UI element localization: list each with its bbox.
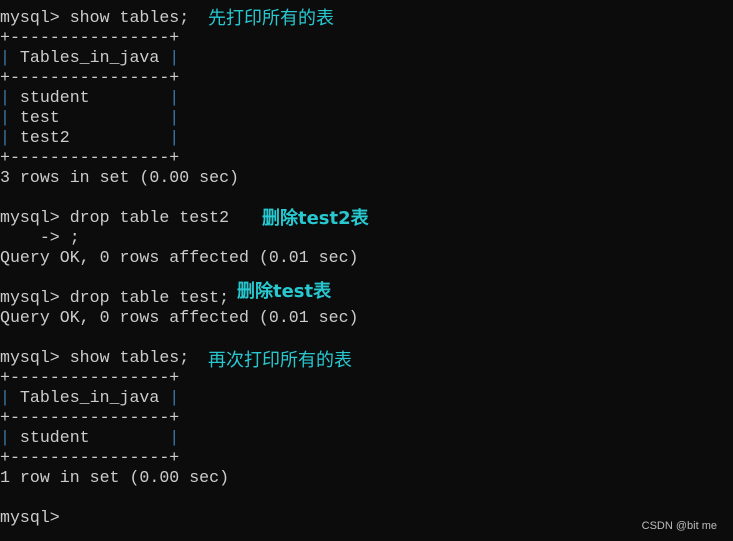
terminal-output[interactable]: mysql> show tables;+----------------+| T… — [0, 8, 358, 528]
terminal-line: | student | — [0, 428, 180, 447]
annotation-drop-test2: 删除test2表 — [262, 208, 369, 229]
terminal-line: 3 rows in set (0.00 sec) — [0, 168, 239, 187]
terminal-line: mysql> show tables; — [0, 348, 190, 367]
terminal-line — [0, 188, 358, 208]
terminal-line: mysql> — [0, 508, 70, 527]
terminal-line: Query OK, 0 rows affected (0.01 sec) — [0, 308, 359, 327]
terminal-line: +----------------+ — [0, 68, 180, 87]
terminal-line: +----------------+ — [0, 148, 180, 167]
terminal-line: +----------------+ — [0, 368, 180, 387]
terminal-line: mysql> show tables; — [0, 8, 190, 27]
terminal-line: +----------------+ — [0, 408, 180, 427]
terminal-line: | student | — [0, 88, 180, 107]
annotation-print-again: 再次打印所有的表 — [208, 350, 352, 371]
terminal-line: | test | — [0, 108, 180, 127]
terminal-line: -> ; — [0, 228, 80, 247]
terminal-line: | Tables_in_java | — [0, 48, 180, 67]
terminal-line: Query OK, 0 rows affected (0.01 sec) — [0, 248, 359, 267]
terminal-line: 1 row in set (0.00 sec) — [0, 468, 230, 487]
terminal-line: mysql> drop table test2 — [0, 208, 230, 227]
terminal-line: +----------------+ — [0, 28, 180, 47]
terminal-line: | Tables_in_java | — [0, 388, 180, 407]
watermark: CSDN @bit me — [641, 520, 717, 532]
terminal-line: +----------------+ — [0, 448, 180, 467]
terminal-line — [0, 488, 358, 508]
terminal-line: | test2 | — [0, 128, 180, 147]
annotation-print-all: 先打印所有的表 — [208, 8, 334, 29]
terminal-line — [0, 328, 358, 348]
annotation-drop-test: 删除test表 — [237, 281, 332, 302]
terminal-line: mysql> drop table test; — [0, 288, 230, 307]
